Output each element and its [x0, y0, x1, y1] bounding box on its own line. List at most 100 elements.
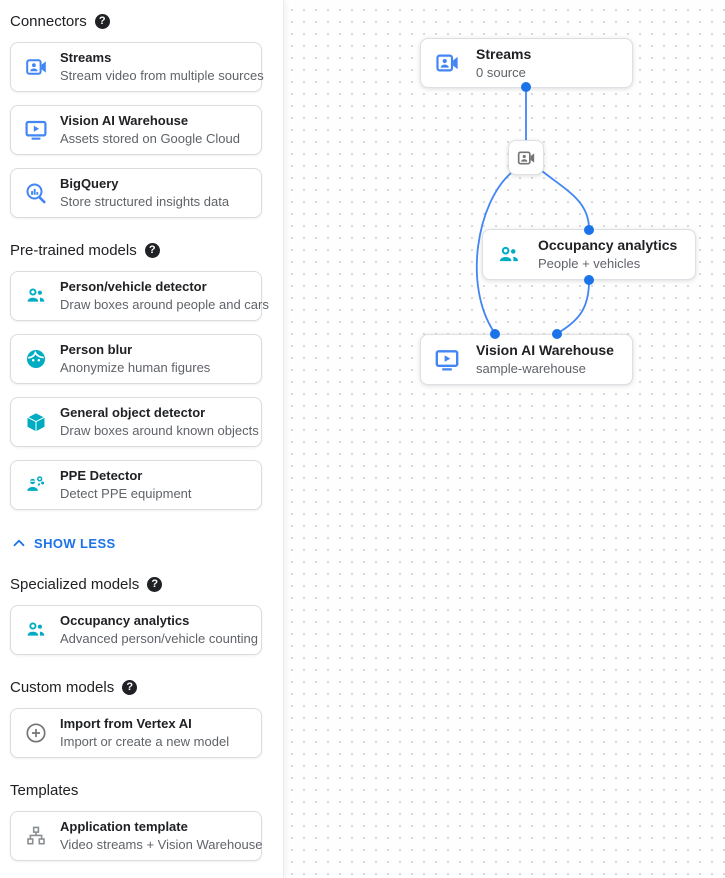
- people-icon: [496, 242, 522, 268]
- card-description: Store structured insights data: [60, 194, 230, 209]
- card-title: BigQuery: [60, 176, 119, 191]
- help-icon[interactable]: ?: [147, 577, 163, 592]
- card-title: Import from Vertex AI: [60, 716, 192, 731]
- schema-icon: [24, 824, 48, 848]
- node-title: Streams: [476, 45, 532, 62]
- card-title: Person blur: [60, 342, 133, 357]
- port-warehouse[interactable]: [490, 329, 500, 339]
- video-camera-icon: [24, 55, 48, 79]
- port-streams[interactable]: [521, 82, 531, 92]
- node-text: Streams 0 source: [476, 46, 531, 81]
- card-description: Detect PPE equipment: [60, 486, 192, 501]
- add-circle-icon: [24, 721, 48, 745]
- section-title-text: Custom models: [10, 679, 115, 696]
- node-title: Occupancy analytics: [538, 237, 678, 253]
- card-title: Vision AI Warehouse: [60, 113, 189, 128]
- section-pretrained: Pre-trained models? Person/vehicle detect…: [0, 242, 283, 510]
- node-text: Vision AI Warehouse sample-warehouse: [476, 342, 614, 377]
- section-title-text: Specialized models: [10, 576, 140, 593]
- face-icon: [24, 347, 48, 371]
- card-description: Draw boxes around known objects: [60, 423, 259, 438]
- section-title-specialized: Specialized models?: [10, 576, 283, 593]
- card-title: General object detector: [60, 405, 206, 420]
- bigquery-icon: [24, 181, 48, 205]
- node-subtitle: sample-warehouse: [476, 361, 586, 376]
- node-subtitle: 0 source: [476, 64, 526, 80]
- graph-node-warehouse[interactable]: Vision AI Warehouse sample-warehouse: [420, 334, 633, 385]
- show-less-link[interactable]: SHOW LESS: [10, 534, 283, 552]
- section-title-custom: Custom models?: [10, 679, 283, 696]
- show-less-label: SHOW LESS: [34, 535, 116, 551]
- graph-node-stream-source[interactable]: [508, 140, 544, 175]
- smart-display-icon: [434, 347, 460, 373]
- people-icon: [24, 284, 48, 308]
- card-description: Draw boxes around people and cars: [60, 297, 269, 312]
- help-icon[interactable]: ?: [144, 243, 160, 258]
- help-icon[interactable]: ?: [94, 14, 110, 29]
- graph-node-streams[interactable]: Streams 0 source: [420, 38, 633, 88]
- card-description: Anonymize human figures: [60, 360, 211, 375]
- graph-ports: [490, 82, 594, 339]
- chevron-up-icon: [10, 534, 28, 552]
- card-description: Video streams + Vision Warehouse: [60, 837, 263, 852]
- card-description: Import or create a new model: [60, 734, 230, 749]
- section-title-text: Templates: [10, 782, 79, 799]
- section-title-templates: Templates: [10, 782, 283, 799]
- video-camera-icon: [434, 50, 460, 76]
- people-icon: [24, 618, 48, 642]
- help-icon[interactable]: ?: [122, 680, 138, 695]
- card-title: Application template: [60, 819, 188, 834]
- graph-edges: [475, 87, 590, 334]
- card-text: Import from Vertex AI Import or create a …: [60, 716, 229, 750]
- port-occupancy[interactable]: [584, 225, 594, 235]
- video-camera-icon: [516, 148, 536, 168]
- card-title: Person/vehicle detector: [60, 279, 207, 294]
- card-description: Advanced person/vehicle counting: [60, 631, 259, 646]
- cube-icon: [24, 410, 48, 434]
- section-title-text: Connectors: [10, 13, 87, 30]
- ppe-icon: [24, 473, 48, 497]
- smart-display-icon: [24, 118, 48, 142]
- section-title-pretrained: Pre-trained models?: [10, 242, 283, 259]
- edge-stream-source-to-occupancy: [541, 170, 590, 230]
- node-subtitle: People + vehicles: [538, 256, 641, 271]
- section-title-text: Pre-trained models: [10, 242, 137, 259]
- card-description: Stream video from multiple sources: [60, 68, 264, 83]
- section-title-connectors: Connectors?: [10, 13, 283, 30]
- port-occupancy[interactable]: [584, 275, 594, 285]
- palette-card-import-from-vertex-ai[interactable]: Import from Vertex AI Import or create a …: [10, 708, 262, 758]
- card-title: Streams: [60, 50, 112, 65]
- card-title: PPE Detector: [60, 468, 143, 483]
- node-title: Vision AI Warehouse: [476, 342, 614, 358]
- card-description: Assets stored on Google Cloud: [60, 131, 240, 146]
- card-title: Occupancy analytics: [60, 613, 190, 628]
- edge-occupancy-to-warehouse: [557, 280, 590, 334]
- port-warehouse[interactable]: [552, 329, 562, 339]
